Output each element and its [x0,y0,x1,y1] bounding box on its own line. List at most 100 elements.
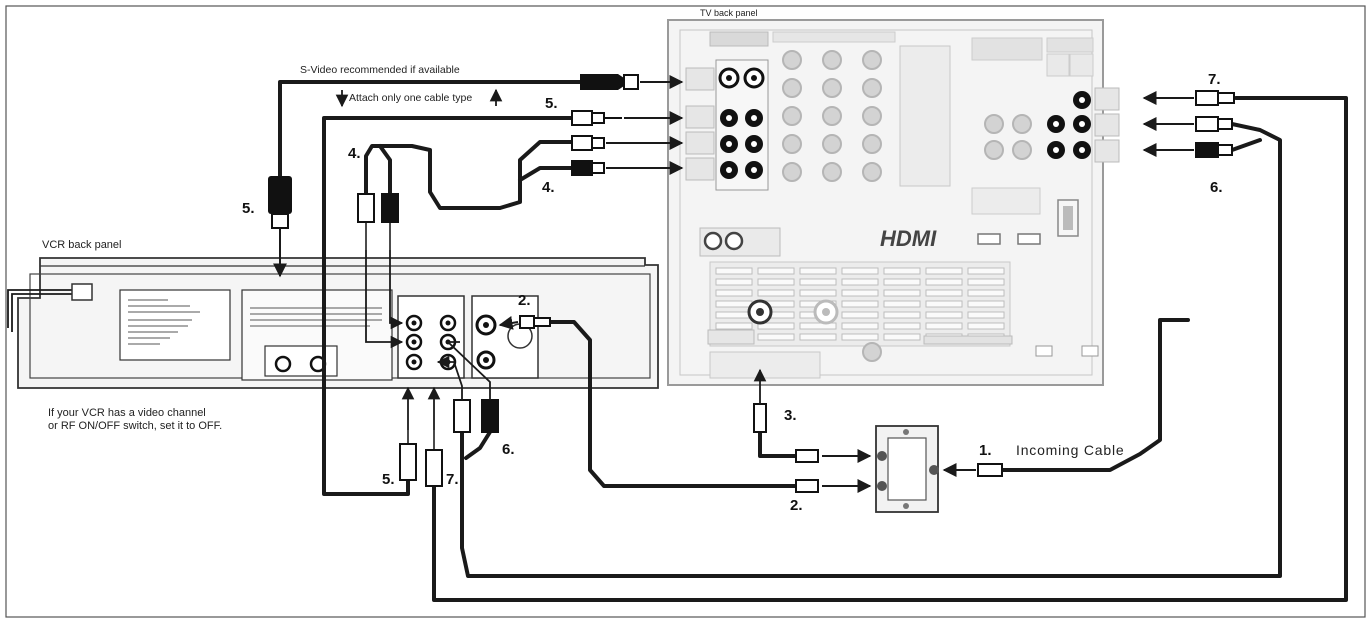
coax-plug-tv [753,403,767,433]
tv-usb-slot [1063,206,1073,230]
vent-slot [841,300,879,308]
vent-slot [757,289,795,297]
vent-slot [883,322,921,330]
vent-slot [925,311,963,319]
coax-vcr-splitter [548,320,798,488]
vcr-power-socket [71,283,93,301]
vent-slot [883,333,921,341]
step-number-6-vcr: 6. [502,441,515,458]
video-plug-tv [571,110,622,126]
tv-back-panel: HDMI [667,19,1120,386]
vcr-sticker-text [128,299,200,345]
cable-splitter [875,425,939,513]
tv-bottom-grille [709,351,821,379]
vent-slot [841,278,879,286]
vent-slot [757,278,795,286]
incoming-cable [1000,318,1190,472]
vent-slot [841,311,879,319]
step-number-2-vcr: 2. [518,292,531,309]
vent-slot [883,289,921,297]
vent-slot [883,311,921,319]
vent-slot [883,278,921,286]
tv-ant-label-box [707,329,755,345]
svideo-note: S-Video recommended if available [300,64,460,76]
step-number-5-svideo: 5. [242,200,255,217]
vent-slot [757,267,795,275]
tv-audio-out-left [703,231,723,251]
audio-plugs-tv [571,135,605,176]
audio-out-plugs-tv [1195,116,1233,158]
svideo-cable [278,80,582,178]
vent-slot [841,289,879,297]
tv-small-port-2 [1081,345,1099,357]
tv-lower-jack [862,342,882,362]
tv-output-header [1046,37,1094,53]
incoming-cable-plug [977,463,1003,477]
tv-audio-left-tab [685,131,715,155]
vcr-back-panel-label: VCR back panel [42,239,122,251]
tv-out-video-tab [1094,87,1120,111]
vent-slot [799,267,837,275]
tv-input-header [709,31,769,47]
step-number-5-video: 5. [545,95,558,112]
tv-audio-out-right [724,231,744,251]
vcr-back-panel [7,257,659,389]
vent-slot [715,311,753,319]
vent-slot [967,322,1005,330]
vent-slot [799,333,837,341]
vent-slot [883,267,921,275]
incoming-cable-label: Incoming Cable [1016,442,1124,458]
vent-slot [715,289,753,297]
vent-slot [841,322,879,330]
vent-slot [715,267,753,275]
hdmi-logo: HDMI [880,226,937,251]
tv-out-audio-right-tab [1094,139,1120,163]
tv-audio-right-tab [685,157,715,181]
tv-serial-port [923,335,1013,345]
step-number-7-tv: 7. [1208,71,1221,88]
coax-plug-splitter-3 [795,449,819,463]
vent-slot [967,311,1005,319]
tv-hdmi-port-2 [1017,233,1041,245]
vcr-svideo-out-jack [274,355,292,373]
svideo-plug-tv [580,74,624,90]
tv-hdmi-port-1 [977,233,1001,245]
vcr-note-line-2: or RF ON/OFF switch, set it to OFF. [48,420,222,432]
vcr-note-line-1: If your VCR has a video channel [48,407,206,419]
vent-slot [757,322,795,330]
tv-svideo-tab [685,67,715,91]
tv-small-port-1 [1035,345,1053,357]
coax-tv-splitter [758,430,798,458]
vent-slot [925,300,963,308]
coax-plug-vcr [519,315,551,329]
step-number-4-vcr: 4. [348,145,361,162]
step-number-2-splitter: 2. [790,497,803,514]
vent-slot [883,300,921,308]
tv-output-audio-box [1046,53,1070,77]
vent-slot [925,289,963,297]
tv-input-jacks [718,67,765,179]
tv-back-panel-label: TV back panel [700,8,758,18]
step-number-5-bottom: 5. [382,471,395,488]
attach-note: Attach only one cable type [349,92,472,104]
step-number-4-tv: 4. [542,179,555,196]
tv-output-monitor-box [1069,53,1094,77]
coax-plug-splitter-2 [795,479,819,493]
tv-out-audio-left-tab [1094,113,1120,137]
vcr-label-sticker [119,289,231,361]
audio-cable-tv-vcr [364,140,574,210]
vent-slot [799,289,837,297]
vent-slot [967,300,1005,308]
tv-component-header [772,31,896,43]
vent-slot [799,278,837,286]
tv-right-jacks [984,91,1091,160]
tv-component-labels [899,45,951,187]
vent-slot [799,322,837,330]
vent-slot [715,300,753,308]
vent-slot [925,278,963,286]
outer-frame [5,5,1366,618]
vent-slot [841,267,879,275]
vent-slot [967,267,1005,275]
